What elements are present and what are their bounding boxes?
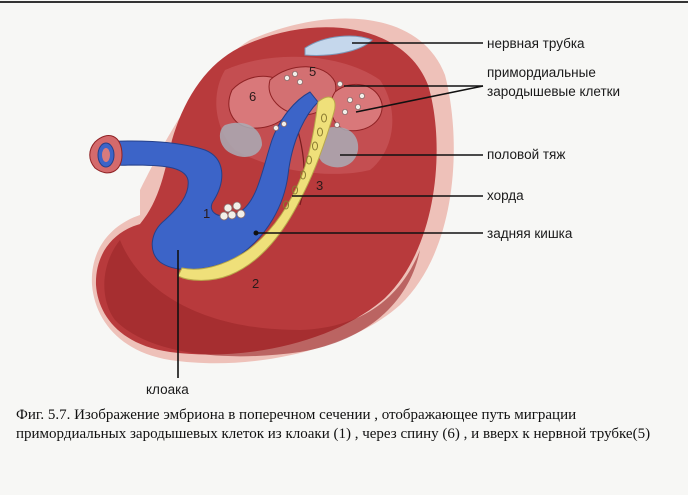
embryo-diagram: 1 2 3 5 6 нервная трубка примордиальные … — [0, 1, 688, 397]
number-5: 5 — [309, 64, 316, 79]
number-2: 2 — [252, 276, 259, 291]
label-cloaca: клоака — [146, 382, 189, 397]
figure-caption: Фиг. 5.7. Изображение эмбриона в попереч… — [16, 407, 651, 442]
notochord-cells — [283, 113, 327, 210]
label-genital-cord: половой тяж — [487, 147, 565, 162]
germ-cells-cloaca — [219, 201, 246, 221]
label-neural-tube: нервная трубка — [487, 36, 585, 51]
leader-lines — [177, 42, 484, 378]
number-3: 3 — [316, 178, 323, 193]
label-notochord: хорда — [487, 188, 524, 203]
neural-tube — [304, 35, 373, 56]
number-1: 1 — [203, 206, 210, 221]
genital-cord-left — [219, 122, 262, 157]
tube-lumen — [102, 148, 110, 162]
hindgut — [99, 91, 319, 270]
label-primordial-line2: зародышевые клетки — [487, 84, 620, 99]
germ-cells-dorsal — [272, 71, 365, 132]
leader-dot — [253, 230, 259, 236]
label-hindgut: задняя кишка — [487, 226, 573, 241]
number-6: 6 — [249, 89, 256, 104]
label-primordial-line1: примордиальные — [487, 65, 596, 80]
embryo-shadow — [104, 240, 421, 357]
